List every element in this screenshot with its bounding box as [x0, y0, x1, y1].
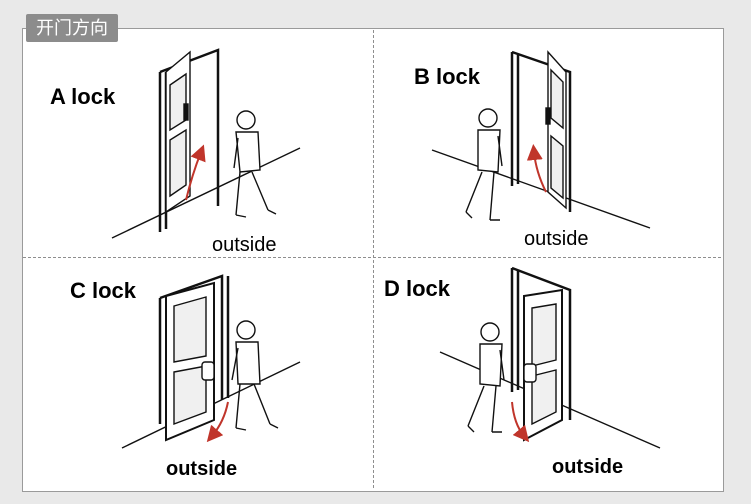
- panel-b-frame-top: [511, 50, 572, 212]
- panel-c-scene: [121, 274, 301, 449]
- panel-b-floor: [431, 149, 651, 229]
- panel-a-glass-bottom: [169, 128, 187, 198]
- panel-c-handle: [201, 361, 215, 381]
- panel-d-handle: [523, 363, 537, 383]
- panel-d-arrow: [511, 401, 530, 443]
- panel-a-handle: [183, 103, 189, 121]
- panel-d-scene: [439, 266, 661, 449]
- panel-c-glass-bottom: [173, 365, 207, 426]
- panel-a-arrow: [185, 144, 206, 201]
- panel-d-frame-left: [510, 268, 520, 392]
- panel-b-handle: [545, 107, 551, 125]
- panel-c-frame-top: [159, 274, 230, 400]
- panel-c-lock-label: C lock: [70, 278, 137, 303]
- panel-b-arrow: [526, 144, 547, 193]
- panel-b-lock-label: B lock: [414, 64, 481, 89]
- panel-b-scene: [431, 50, 651, 229]
- divider-horizontal: [23, 257, 721, 258]
- panel-a-scene: [111, 48, 301, 239]
- panel-d-outside-label: outside: [552, 456, 624, 478]
- panel-c-glass-top: [173, 296, 207, 363]
- panel-c-person: [231, 320, 279, 431]
- panel-b-person: [465, 108, 503, 221]
- panel-d-glass-top: [531, 303, 557, 367]
- panel-a-floor: [111, 147, 301, 239]
- panel-d-frame-top: [511, 266, 572, 420]
- title-tab: 开门方向: [26, 14, 118, 42]
- panel-d-glass-bottom: [531, 369, 557, 426]
- divider-vertical: [373, 30, 374, 488]
- panel-a-outside-label: outside: [212, 234, 277, 256]
- panel-c-arrow: [206, 401, 229, 443]
- panel-b-frame-left: [510, 52, 520, 186]
- panel-c-outside-label: outside: [166, 458, 238, 480]
- panel-a-lock-label: A lock: [50, 84, 116, 109]
- panel-b-outside-label: outside: [524, 228, 589, 250]
- panel-d-lock-label: D lock: [384, 276, 451, 301]
- panel-d-person: [467, 322, 505, 433]
- panel-b-glass-top: [550, 68, 564, 130]
- panel-a-person: [233, 110, 277, 218]
- panel-a-frame-left: [158, 72, 168, 232]
- panel-b-glass-bottom: [550, 134, 564, 200]
